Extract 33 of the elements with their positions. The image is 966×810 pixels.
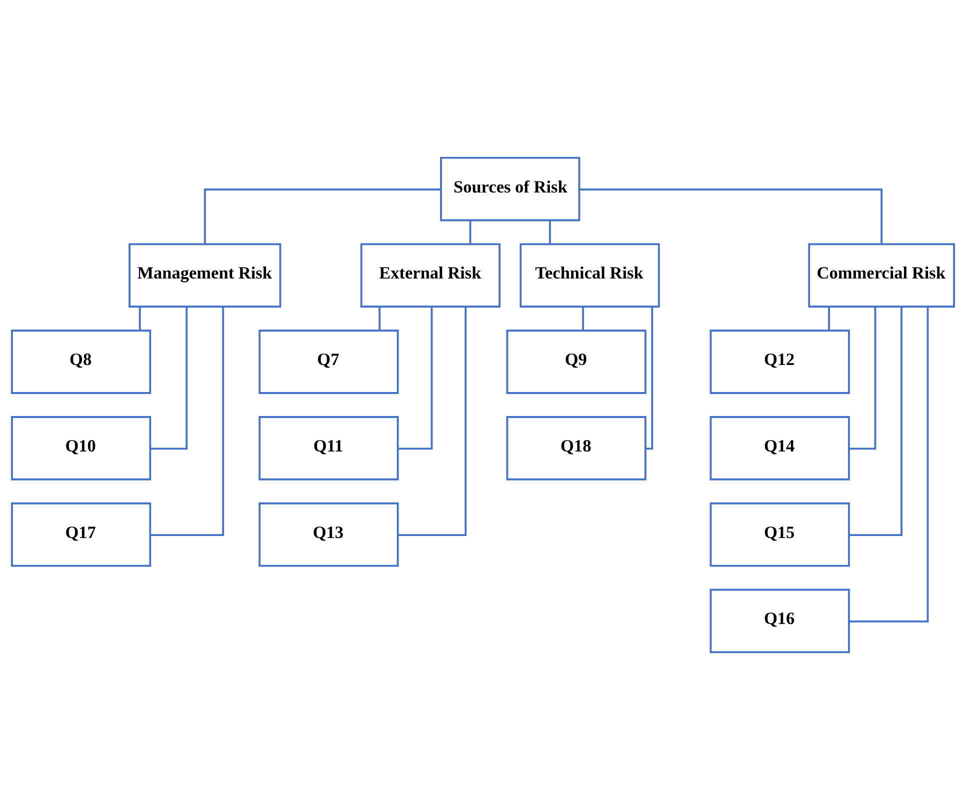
connector	[849, 306, 876, 450]
node-box: External Risk	[360, 243, 501, 308]
node-box: Q13	[258, 502, 399, 567]
node-box: Management Risk	[128, 243, 282, 308]
connector	[469, 220, 472, 244]
connector	[150, 306, 188, 450]
connector	[549, 220, 551, 244]
node-box: Sources of Risk	[440, 156, 580, 222]
connector	[378, 306, 381, 331]
node-box: Commercial Risk	[808, 243, 955, 308]
node-box: Q16	[710, 588, 850, 654]
node-box: Q14	[710, 416, 850, 480]
connector	[849, 306, 929, 622]
node-box: Q12	[710, 330, 850, 394]
connector	[828, 306, 830, 331]
connector	[646, 306, 654, 450]
node-box: Technical Risk	[520, 243, 660, 308]
connector	[204, 188, 441, 244]
connector	[398, 306, 433, 450]
node-box: Q7	[258, 330, 399, 394]
connector	[398, 306, 467, 536]
node-box: Q11	[258, 416, 399, 480]
node-box: Q17	[11, 502, 152, 567]
node-box: Q18	[506, 416, 646, 480]
node-box: Q8	[11, 330, 152, 394]
node-box: Q9	[506, 330, 646, 394]
connector	[150, 306, 224, 536]
connector	[849, 306, 902, 536]
node-box: Q10	[11, 416, 152, 480]
connector	[582, 306, 584, 331]
connector	[138, 306, 141, 331]
connector	[580, 188, 883, 244]
node-box: Q15	[710, 502, 850, 567]
